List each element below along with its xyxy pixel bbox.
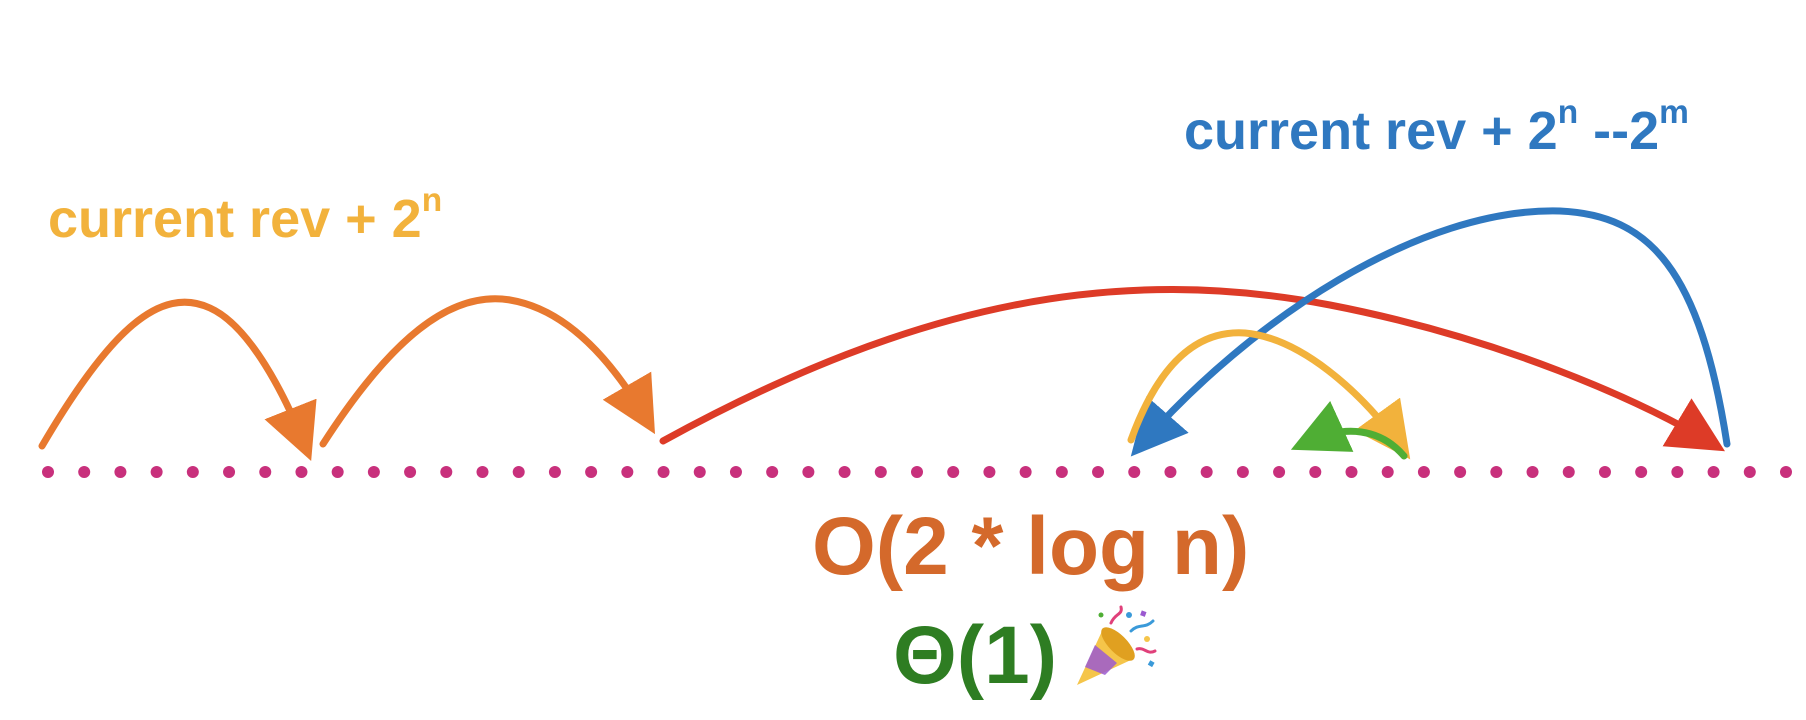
revision-dot [874,466,887,478]
revision-dot [114,466,127,478]
revision-dot [947,466,960,478]
revision-dot [367,466,380,478]
revision-dot [838,466,851,478]
revision-dot [78,466,91,478]
revision-dot [766,466,779,478]
orange-hop-arrow-1 [38,298,317,462]
revision-dot [42,466,54,478]
revision-dot [1743,466,1756,478]
revision-dot [1309,466,1322,478]
revision-dot [1092,466,1105,478]
revision-dot [802,466,815,478]
revision-dot [983,466,996,478]
backward-jump-exponent-m: m [1659,93,1689,131]
revision-dot [548,466,561,478]
revision-dot [1671,466,1684,478]
revision-dot [1490,466,1503,478]
yellow-arrow [1127,329,1411,460]
revision-dot [295,466,308,478]
backward-jump-label: current rev + 2n --2m [1184,96,1689,162]
revision-dot [693,466,706,478]
revision-dot [1164,466,1177,478]
revision-dot [1381,466,1394,478]
revision-dot [259,466,272,478]
theta-label: Θ(1) [893,605,1157,703]
green-short-arrow [1290,400,1408,460]
revision-dot [1200,466,1213,478]
red-long-arrow [659,286,1725,452]
revision-dot [150,466,163,478]
revision-dot [1345,466,1358,478]
revision-dot [512,466,525,478]
revision-dot [911,466,923,478]
revision-dot [1707,466,1720,478]
party-popper-icon [1077,605,1157,685]
complexity-text: O(2 * log n) [812,501,1250,592]
forward-jump-text: current rev + 2 [48,189,422,249]
forward-jump-label: current rev + 2n [48,184,442,250]
revision-dot [1417,466,1430,478]
revision-dot [657,466,670,478]
revision-dot [1526,466,1539,478]
revision-dot [1562,466,1575,478]
revision-dot [1598,466,1611,478]
backward-jump-exponent-n: n [1557,93,1579,131]
revision-dot [1635,466,1648,478]
revision-dot [1055,466,1068,478]
revision-dot [440,466,453,478]
revision-dot [404,466,417,478]
revision-dot [1454,466,1467,478]
revision-dot [1780,466,1792,478]
backward-jump-text: current rev + 2 [1184,101,1558,161]
revision-dot [621,466,634,478]
theta-text: Θ(1) [893,610,1057,701]
revision-dot-row [42,466,1792,478]
orange-hop-arrow-2 [319,295,656,448]
revision-dot [585,466,598,478]
revision-dot [1019,466,1032,478]
backward-jump-minus: --2 [1578,101,1660,161]
forward-jump-exponent: n [421,181,443,219]
complexity-label: O(2 * log n) [812,500,1249,594]
revision-dot [1236,466,1249,478]
blue-back-arrow [1130,207,1731,457]
revision-dot [1273,466,1286,478]
revision-dot [1128,466,1141,478]
revision-dot [476,466,489,478]
revision-dot [331,466,344,478]
revision-dot [186,466,199,478]
revision-dot [223,466,236,478]
revision-dot [729,466,742,478]
